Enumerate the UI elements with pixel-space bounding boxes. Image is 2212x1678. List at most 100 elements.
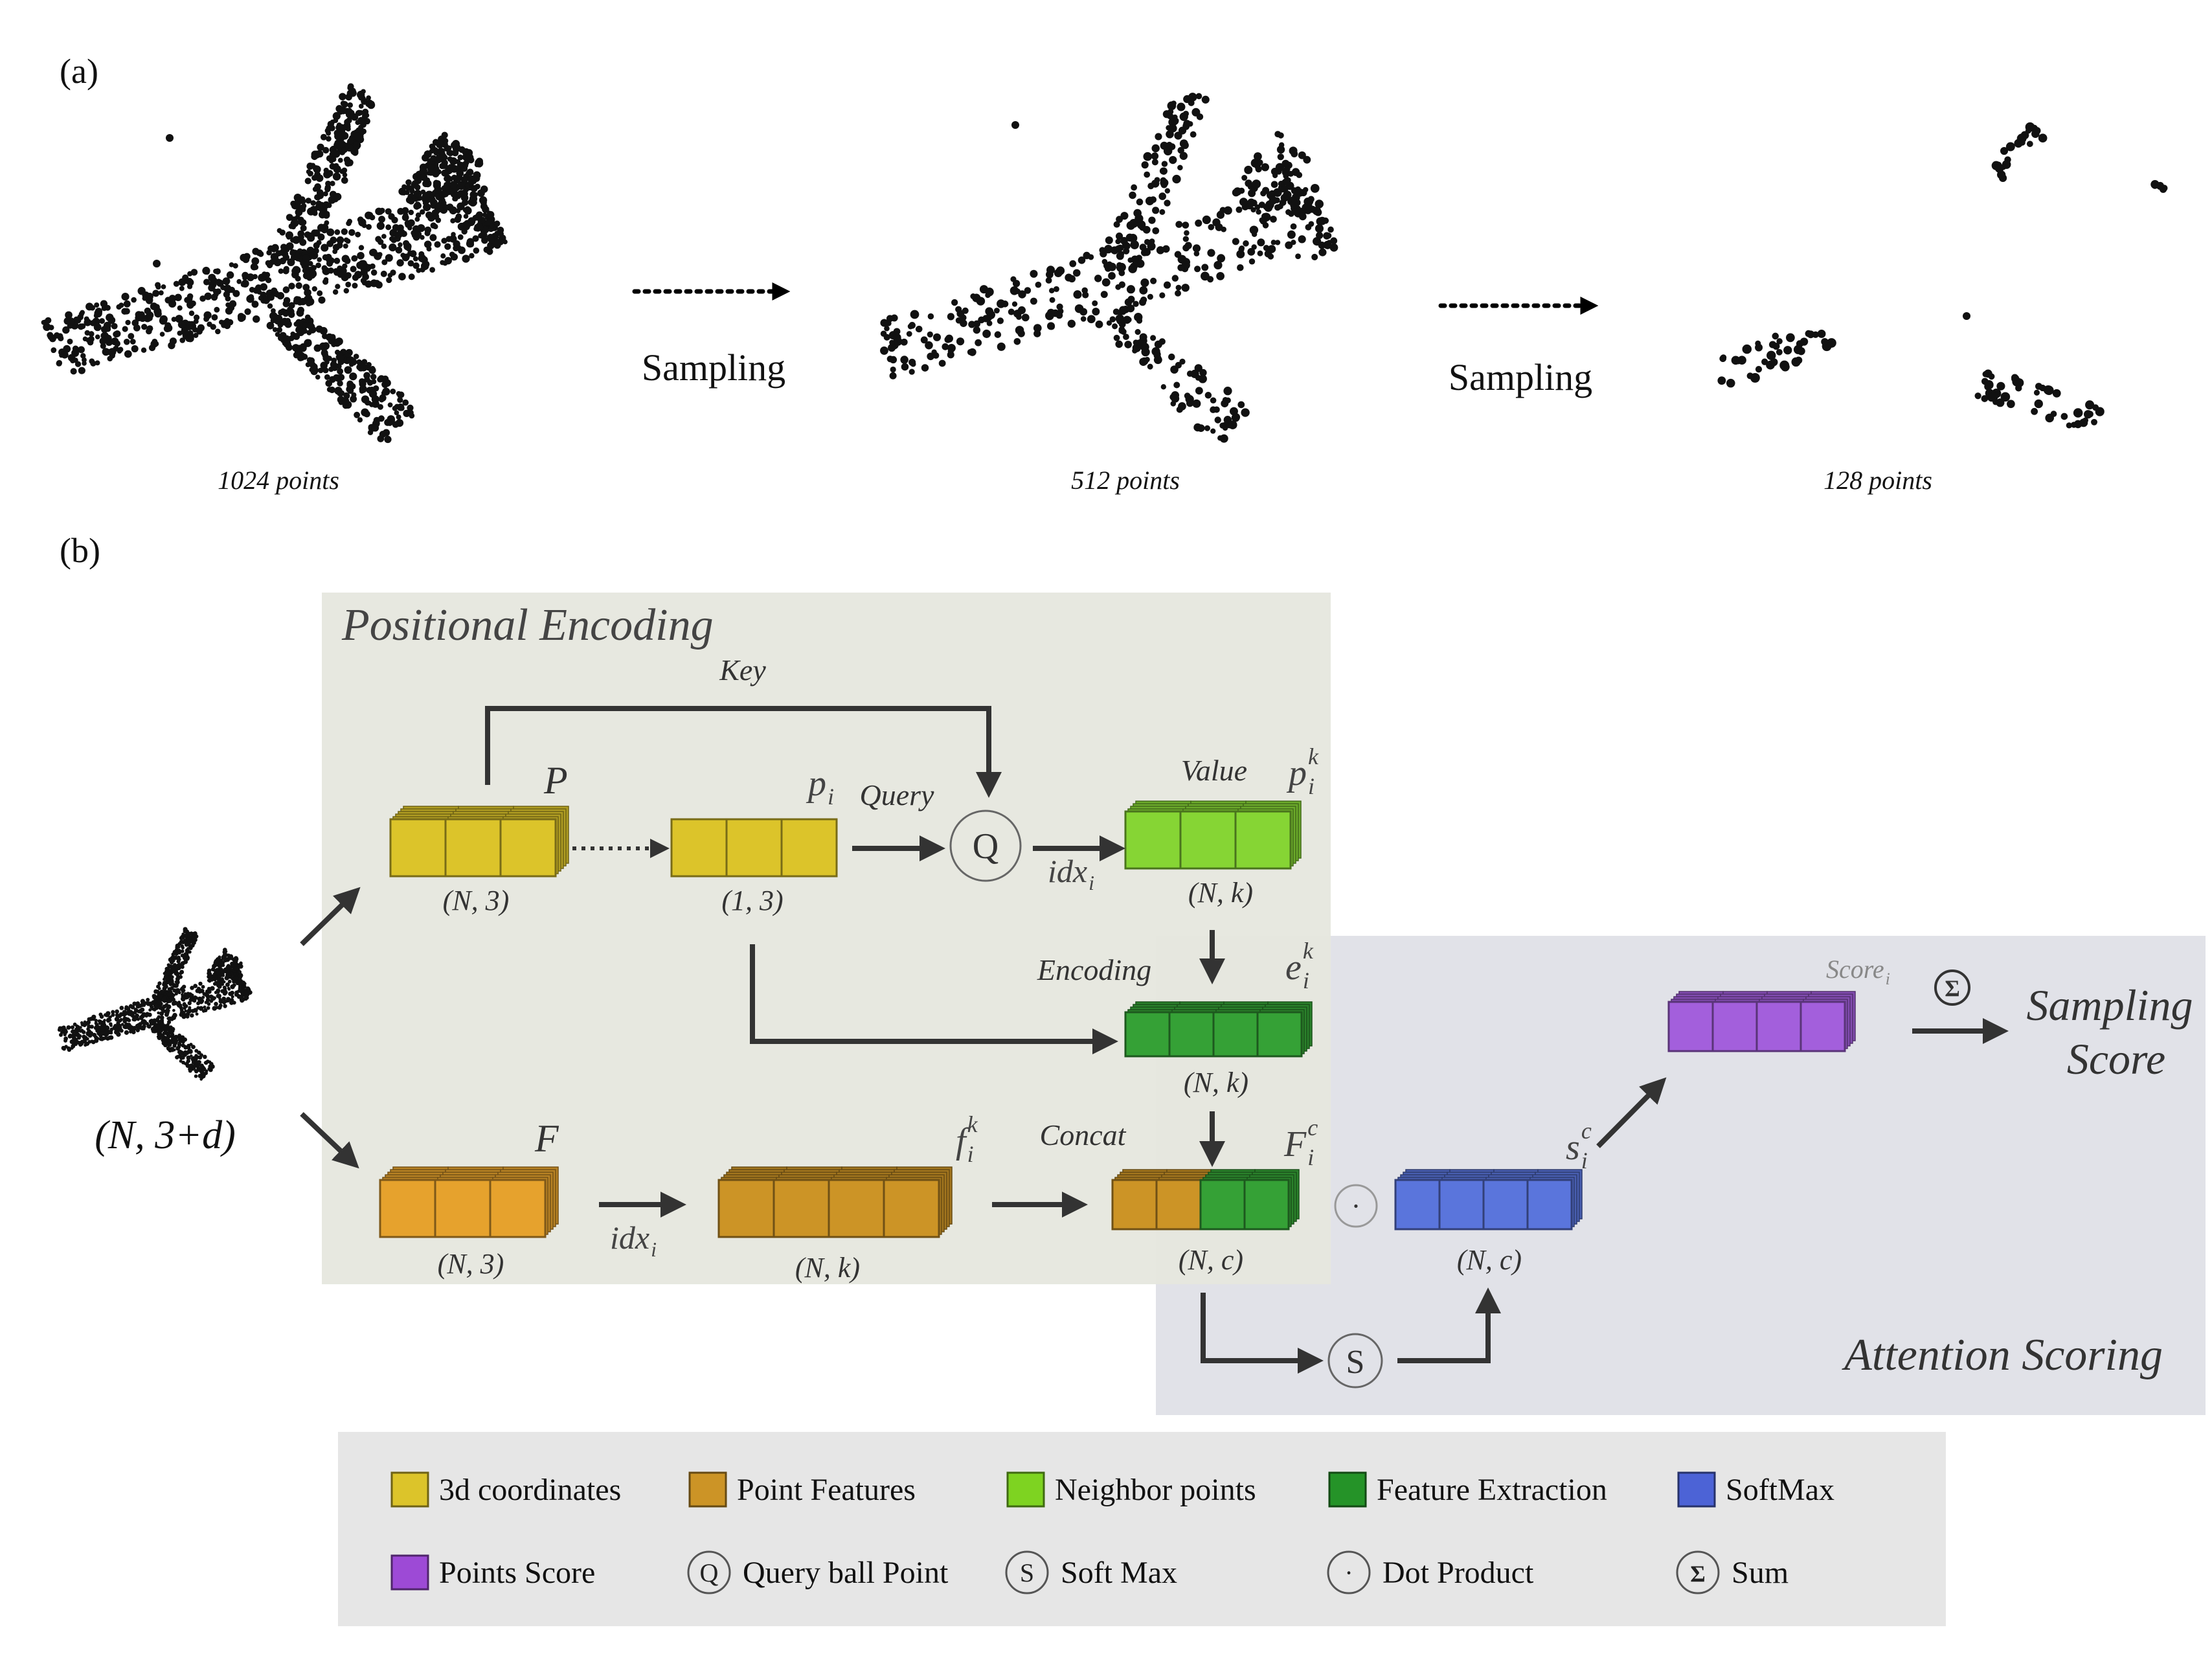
legend-box <box>338 1432 1946 1626</box>
legend-symbol: · <box>1344 1558 1353 1587</box>
legend-symbol-circle <box>687 1550 731 1594</box>
legend-label: Soft Max <box>1061 1556 1177 1590</box>
legend-swatch <box>688 1471 727 1508</box>
legend-swatch <box>1328 1471 1367 1508</box>
tensor-score <box>1667 991 1856 1052</box>
legend-label: Query ball Point <box>743 1556 949 1590</box>
value-label: Value <box>1181 754 1247 787</box>
dim-F: (N, 3) <box>438 1248 504 1280</box>
dim-f-i-k: (N, k) <box>795 1252 860 1284</box>
concat-label: Concat <box>1040 1118 1127 1151</box>
dim-p-i: (1, 3) <box>721 885 783 916</box>
softmax-operator <box>1327 1333 1383 1389</box>
tensor-f-i-k <box>717 1166 953 1238</box>
legend-item: Σ Sum <box>1676 1550 1789 1594</box>
arrow-softmax-to-score <box>1596 1077 1667 1148</box>
e-i-k-symbol: eik <box>1285 938 1314 993</box>
query-ball-symbol: Q <box>973 826 999 867</box>
legend-label: SoftMax <box>1726 1473 1834 1507</box>
cloud-caption-128: 128 points <box>1823 466 1932 495</box>
cloud-caption-1024: 1024 points <box>218 466 339 495</box>
flow-arrows <box>300 706 2009 1374</box>
legend-item: Points Score <box>390 1554 595 1591</box>
encoding-label: Encoding <box>1037 953 1151 986</box>
legend-label: Feature Extraction <box>1377 1473 1607 1507</box>
dot-product-symbol: · <box>1351 1190 1361 1222</box>
positional-encoding-title: Positional Encoding <box>341 600 714 650</box>
dim-concat: (N, c) <box>1179 1244 1243 1276</box>
legend-item: Feature Extraction <box>1328 1471 1607 1508</box>
tensor-encoding <box>1124 1001 1313 1058</box>
softmax-symbol: S <box>1346 1344 1365 1381</box>
cloud-caption-512: 512 points <box>1071 466 1180 495</box>
legend: 3d coordinates Point Features Neighbor poi… <box>390 1471 1834 1594</box>
legend-swatch <box>390 1554 429 1591</box>
legend-item: S Soft Max <box>1005 1550 1177 1594</box>
sum-operator <box>1934 969 1970 1006</box>
legend-symbol: S <box>1020 1558 1034 1587</box>
input-shape-label: (N, 3+d) <box>95 1113 235 1157</box>
point-cloud-1024 <box>41 83 508 444</box>
input-point-cloud <box>57 927 253 1081</box>
legend-item: Point Features <box>688 1471 916 1508</box>
p-i-k-symbol: pik <box>1286 743 1319 799</box>
tensor-F <box>379 1166 559 1238</box>
legend-item: Q Query ball Point <box>687 1550 949 1594</box>
sampling-label-2: Sampling <box>1449 356 1592 398</box>
legend-label: Neighbor points <box>1055 1473 1256 1507</box>
idx-i-symbol-1: idxi <box>1048 853 1094 894</box>
arrow-key <box>485 706 1002 798</box>
F-i-c-symbol: Fic <box>1283 1115 1318 1170</box>
sampling-label-1: Sampling <box>642 346 785 389</box>
panel-a-label: (a) <box>60 52 98 91</box>
legend-swatch <box>1006 1471 1045 1508</box>
key-label: Key <box>719 653 766 686</box>
legend-symbol: Σ <box>1690 1561 1706 1587</box>
arrow-input-to-P <box>300 887 361 946</box>
legend-label: 3d coordinates <box>439 1473 621 1507</box>
tensor-p-i <box>670 818 838 878</box>
tensor-concat <box>1111 1169 1300 1230</box>
legend-item: SoftMax <box>1677 1471 1834 1508</box>
arrow-S-to-softmax <box>1397 1287 1501 1363</box>
legend-label: Dot Product <box>1382 1556 1534 1590</box>
legend-label: Sum <box>1732 1556 1789 1590</box>
s-i-c-symbol: sic <box>1566 1118 1592 1173</box>
tensor-value <box>1124 800 1302 870</box>
P-symbol: P <box>543 759 568 802</box>
dim-encoding: (N, k) <box>1184 1067 1248 1098</box>
legend-item: Neighbor points <box>1006 1471 1256 1508</box>
output-label-line2: Score <box>2067 1034 2165 1083</box>
query-ball-operator <box>949 810 1022 882</box>
output-label-line1: Sampling <box>2027 981 2193 1030</box>
legend-symbol: Q <box>700 1558 719 1587</box>
dim-softmax: (N, c) <box>1457 1244 1522 1276</box>
arrow-concat-to-S <box>1201 1293 1324 1374</box>
legend-symbol-circle <box>1005 1550 1049 1594</box>
idx-i-symbol-2: idxi <box>610 1219 657 1261</box>
panel-b-label: (b) <box>60 531 100 570</box>
legend-label: Points Score <box>439 1556 595 1590</box>
point-cloud-512 <box>880 93 1338 443</box>
legend-symbol-circle <box>1327 1550 1371 1594</box>
dim-value: (N, k) <box>1188 877 1253 909</box>
attention-scoring-title: Attention Scoring <box>1842 1330 2163 1380</box>
dim-P: (N, 3) <box>443 885 510 916</box>
f-i-k-symbol: fik <box>956 1111 978 1167</box>
arrow-input-to-F <box>300 1112 359 1169</box>
dot-product-operator <box>1334 1184 1378 1228</box>
tensor-P <box>389 806 569 878</box>
legend-item: 3d coordinates <box>390 1471 621 1508</box>
score-i-symbol: Scorei <box>1826 955 1890 988</box>
legend-swatch <box>1677 1471 1716 1508</box>
tensor-softmax <box>1394 1169 1583 1230</box>
point-cloud-128 <box>1717 122 2168 429</box>
sum-symbol: Σ <box>1945 975 1960 1001</box>
legend-symbol-circle <box>1676 1550 1720 1594</box>
query-label: Query <box>860 778 935 811</box>
legend-item: · Dot Product <box>1327 1550 1534 1594</box>
legend-swatch <box>390 1471 429 1508</box>
arrow-pi-to-encoding <box>750 944 1118 1054</box>
legend-label: Point Features <box>737 1473 916 1507</box>
